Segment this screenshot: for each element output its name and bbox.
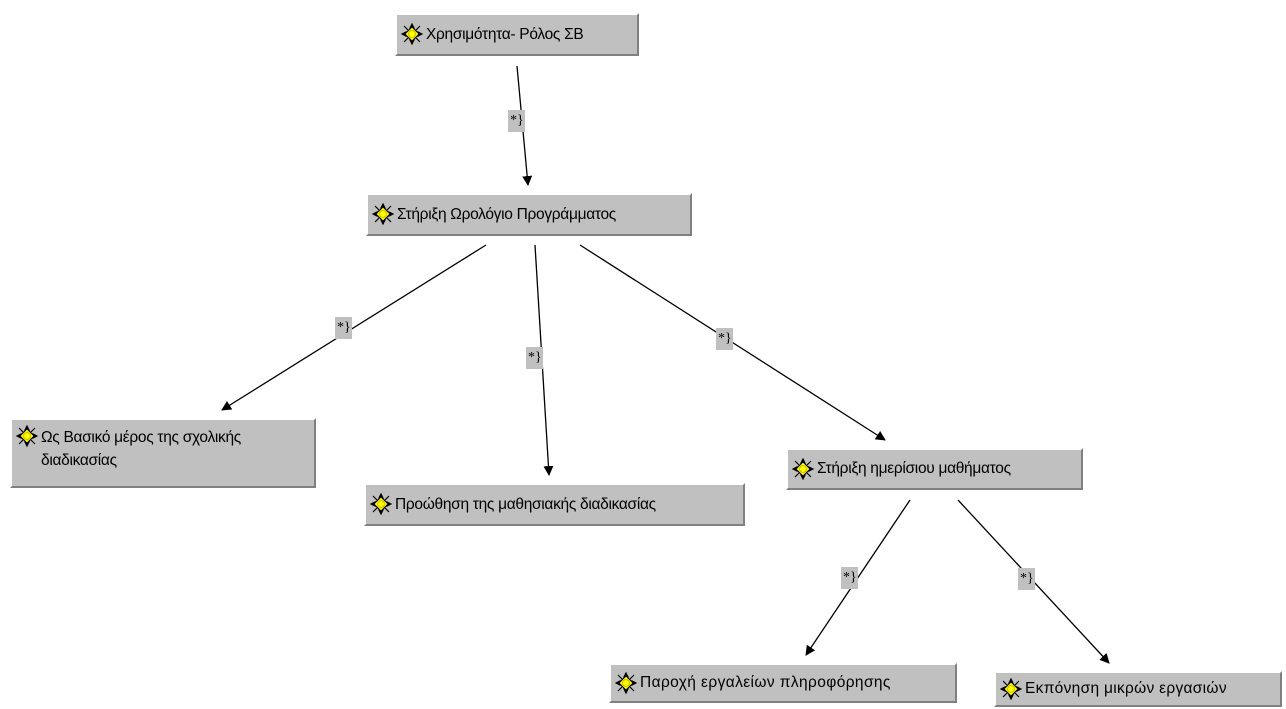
node-basic-part[interactable]: Ως Βασικό μέρος της σχολικής διαδικασίας	[10, 418, 316, 488]
concept-node-icon	[370, 493, 392, 515]
edge-label: *}	[841, 567, 858, 589]
node-root[interactable]: Χρησιμότητα- Ρόλος ΣΒ	[395, 13, 639, 56]
node-label: Ως Βασικό μέρος της σχολικής διαδικασίας	[41, 429, 241, 469]
node-label: Παροχή εργαλείων πληροφόρησης	[640, 674, 891, 691]
concept-node-icon	[1000, 677, 1022, 700]
node-label: Χρησιμότητα- Ρόλος ΣΒ	[426, 25, 584, 43]
concept-node-icon	[615, 671, 637, 694]
node-label: Προώθηση της μαθησιακής διαδικασίας	[395, 495, 656, 513]
edge-label: *}	[716, 328, 733, 350]
node-info-tools[interactable]: Παροχή εργαλείων πληροφόρησης	[609, 663, 957, 703]
node-support-daily[interactable]: Στήριξη ημερίσιου μαθήματος	[786, 448, 1083, 490]
edge-support-schedule-to-basic-part	[221, 244, 487, 411]
node-label: Στήριξη Ωρολόγιο Προγράμματος	[397, 205, 616, 223]
edge-label: *}	[526, 347, 543, 369]
concept-node-icon	[16, 425, 38, 447]
node-label: Στήριξη ημερίσιου μαθήματος	[817, 460, 1011, 477]
edge-label: *}	[508, 110, 525, 132]
concept-node-icon	[401, 23, 423, 45]
node-promote-learning[interactable]: Προώθηση της μαθησιακής διαδικασίας	[364, 483, 745, 526]
node-small-tasks[interactable]: Εκπόνηση μικρών εργασιών	[994, 671, 1282, 707]
concept-node-icon	[372, 203, 394, 225]
node-label: Εκπόνηση μικρών εργασιών	[1025, 680, 1227, 697]
node-support-schedule[interactable]: Στήριξη Ωρολόγιο Προγράμματος	[366, 193, 692, 236]
edge-label: *}	[335, 317, 352, 339]
concept-node-icon	[792, 457, 814, 480]
edge-label: *}	[1018, 568, 1035, 590]
edge-support-daily-to-info-tools	[805, 499, 911, 656]
